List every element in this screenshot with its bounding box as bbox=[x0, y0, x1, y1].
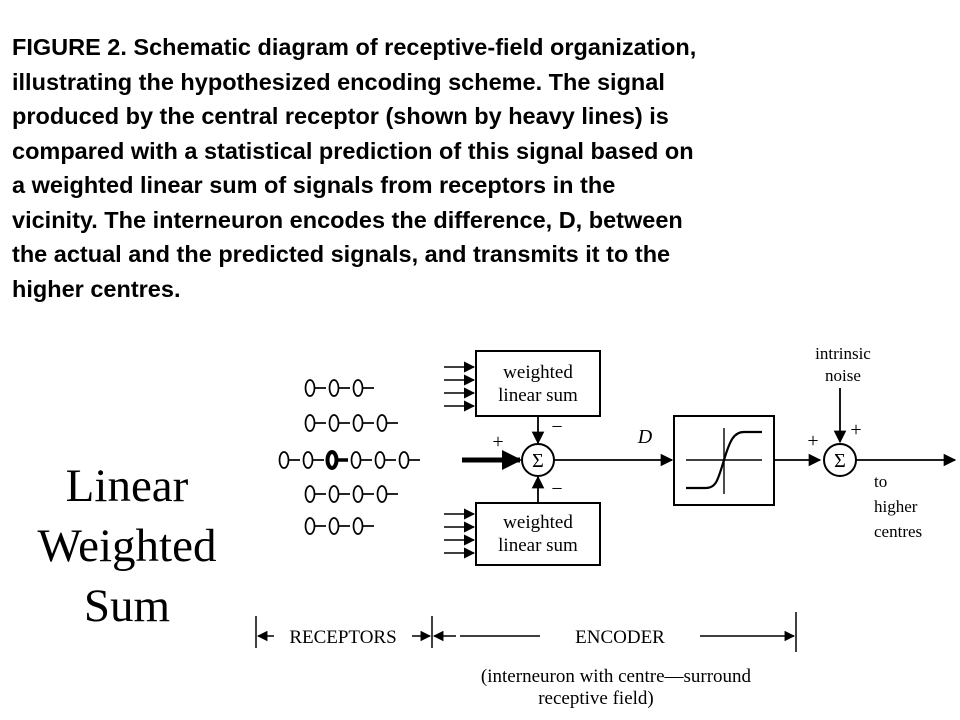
receptor-cell bbox=[304, 517, 316, 535]
receptor-cell bbox=[352, 379, 364, 397]
output-label-line2: higher bbox=[874, 497, 918, 516]
side-title-line: Sum bbox=[83, 580, 171, 632]
receptor-cell bbox=[302, 451, 314, 469]
receptor-cell bbox=[374, 451, 386, 469]
first-junction-plus: + bbox=[492, 431, 503, 453]
receptor-cell bbox=[350, 451, 362, 469]
receptor-cell bbox=[328, 414, 340, 432]
receptor-cell bbox=[304, 414, 316, 432]
figure-caption: FIGURE 2. Schematic diagram of receptive… bbox=[12, 30, 952, 306]
side-title: Linear Weighted Sum bbox=[2, 456, 252, 636]
caption-line: higher centres. bbox=[12, 275, 181, 302]
first-junction-minus-top: − bbox=[551, 416, 562, 438]
caption-line: the actual and the predicted signals, an… bbox=[12, 241, 671, 267]
top-weighted-sum-box bbox=[475, 350, 601, 417]
second-junction-plus-top: + bbox=[850, 419, 861, 441]
sigmoid-curve bbox=[686, 428, 762, 494]
top-box-label-line1: weighted bbox=[503, 362, 573, 383]
noise-label-line2: noise bbox=[825, 366, 861, 385]
receptors-label: RECEPTORS bbox=[289, 627, 396, 648]
interneuron-note-line2: receptive field) bbox=[538, 688, 654, 709]
receptor-cell bbox=[352, 485, 364, 503]
receptor-cell bbox=[325, 450, 339, 470]
top-box-input-arrows bbox=[444, 361, 476, 412]
caption-line: a weighted linear sum of signals from re… bbox=[12, 172, 616, 198]
interneuron-note-line1: (interneuron with centre—surround bbox=[481, 666, 752, 687]
receptor-cell bbox=[328, 517, 340, 535]
receptor-cell bbox=[304, 485, 316, 503]
encoder-label: ENCODER bbox=[575, 627, 665, 648]
receptor-cell bbox=[376, 485, 388, 503]
receptor-cell bbox=[352, 414, 364, 432]
caption-line: illustrating the hypothesized encoding s… bbox=[12, 68, 665, 95]
receptor-cell bbox=[304, 379, 316, 397]
side-title-line: Linear bbox=[65, 460, 189, 512]
bottom-box-input-arrows bbox=[444, 508, 476, 559]
second-sigma-symbol: Σ bbox=[834, 450, 846, 472]
caption-line: compared with a statistical prediction o… bbox=[12, 137, 694, 164]
second-junction-plus-left: + bbox=[807, 430, 818, 452]
receptor-cell bbox=[352, 517, 364, 535]
caption-line: FIGURE 2. Schematic diagram of receptive… bbox=[12, 34, 697, 60]
range-markers bbox=[255, 612, 797, 652]
bottom-box-label-line1: weighted bbox=[503, 512, 573, 533]
receptor-cell bbox=[278, 451, 290, 469]
caption-line: vicinity. The interneuron encodes the di… bbox=[12, 206, 683, 233]
first-sigma-symbol: Σ bbox=[532, 450, 544, 472]
receptor-cell bbox=[398, 451, 410, 469]
noise-label-line1: intrinsic bbox=[815, 344, 871, 363]
receptor-cell bbox=[376, 414, 388, 432]
output-label-line1: to bbox=[874, 472, 887, 491]
output-label-line3: centres bbox=[874, 522, 922, 541]
first-junction-minus-bottom: − bbox=[551, 478, 562, 500]
receptor-array bbox=[278, 379, 420, 535]
receptor-cell bbox=[328, 485, 340, 503]
d-label: D bbox=[637, 426, 653, 448]
bottom-box-label-line2: linear sum bbox=[498, 535, 578, 556]
side-title-line: Weighted bbox=[37, 520, 217, 572]
top-box-label-line2: linear sum bbox=[498, 385, 578, 406]
caption-line: produced by the central receptor (shown … bbox=[12, 103, 669, 129]
receptor-cell bbox=[328, 379, 340, 397]
